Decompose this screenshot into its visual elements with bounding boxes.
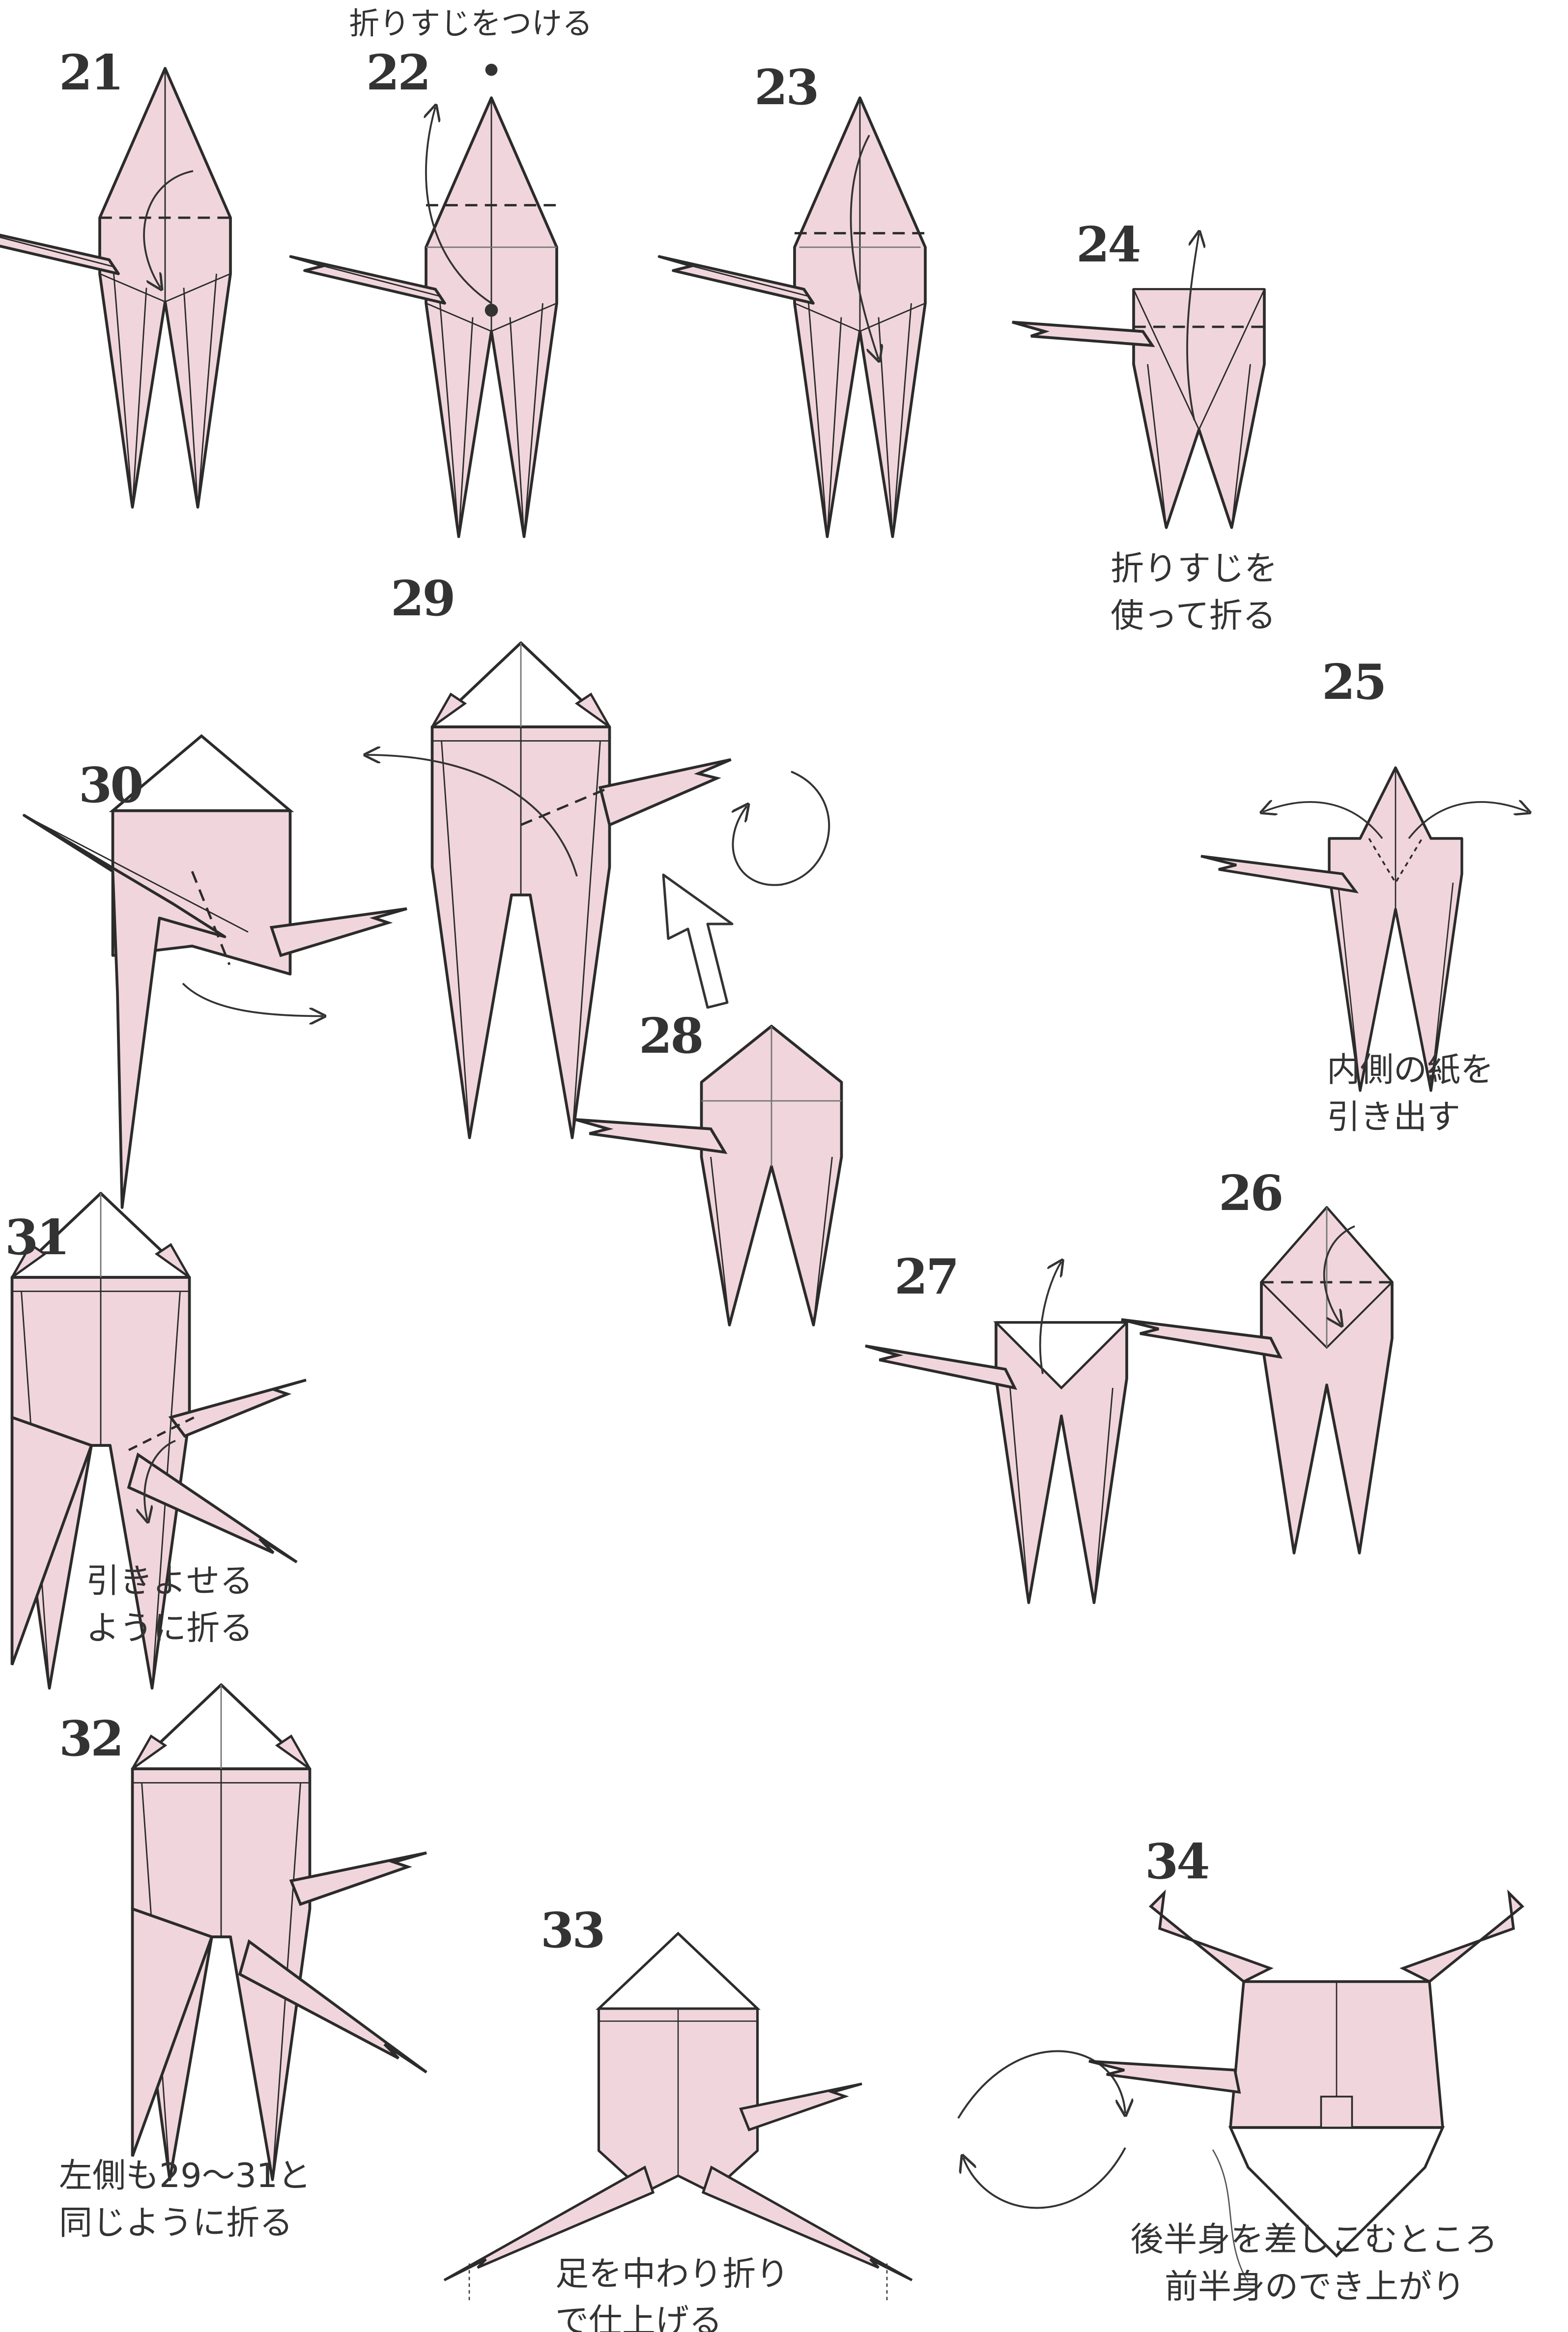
step-number-25: 25 — [1322, 659, 1385, 707]
turn-over-icon — [663, 772, 829, 1008]
step-number-21: 21 — [59, 49, 122, 97]
caption-step-32: 左側も29～31と 同じように折る — [59, 2153, 311, 2247]
step-23-figure — [659, 98, 926, 537]
caption-step-34-line2: 前半身のでき上がり — [1165, 2264, 1498, 2311]
caption-step-22: 折りすじをつける — [349, 0, 593, 47]
step-33-figure — [444, 1933, 912, 2301]
caption-step-24-line2: 使って折る — [1111, 593, 1278, 640]
step-25-figure — [1201, 768, 1528, 1091]
step-28-figure — [575, 1026, 842, 1325]
caption-step-34-line1: 後半身を差しこむところ — [1130, 2217, 1498, 2264]
step-number-30: 30 — [79, 762, 142, 810]
step-number-33: 33 — [541, 1907, 603, 1955]
caption-step-32-line2: 同じように折る — [59, 2200, 311, 2247]
caption-step-31-line2: ように折る — [86, 1605, 253, 1652]
step-number-31: 31 — [5, 1214, 68, 1262]
caption-step-24-line1: 折りすじを — [1111, 546, 1278, 593]
caption-step-22-text: 折りすじをつける — [349, 0, 593, 47]
caption-step-32-line1: 左側も29～31と — [59, 2153, 311, 2200]
step-number-27: 27 — [894, 1253, 957, 1301]
caption-step-25-line1: 内側の紙を — [1327, 1047, 1494, 1094]
caption-step-25: 内側の紙を 引き出す — [1327, 1047, 1494, 1141]
caption-step-33-line1: 足を中わり折り — [555, 2251, 789, 2298]
step-number-34: 34 — [1145, 1838, 1208, 1886]
step-21-figure — [0, 68, 230, 507]
step-22-figure — [291, 64, 557, 537]
caption-step-34: 後半身を差しこむところ 前半身のでき上がり — [1130, 2217, 1498, 2311]
caption-step-33: 足を中わり折り で仕上げる — [555, 2251, 789, 2332]
step-24-figure — [1012, 233, 1264, 528]
step-27-figure — [865, 1262, 1127, 1603]
step-number-32: 32 — [59, 1715, 122, 1763]
caption-step-31: 引きよせる ように折る — [86, 1558, 253, 1652]
step-number-26: 26 — [1219, 1170, 1282, 1218]
caption-step-31-line1: 引きよせる — [86, 1558, 253, 1605]
caption-step-25-line2: 引き出す — [1327, 1094, 1494, 1141]
step-26-figure — [1121, 1208, 1392, 1553]
caption-step-24: 折りすじを 使って折る — [1111, 546, 1278, 640]
step-number-29: 29 — [391, 575, 454, 623]
step-32-figure — [133, 1685, 427, 2180]
rotate-icon — [958, 2051, 1125, 2208]
caption-step-33-line2: で仕上げる — [555, 2298, 789, 2332]
step-number-28: 28 — [639, 1012, 702, 1061]
step-number-22: 22 — [366, 49, 429, 97]
step-number-24: 24 — [1076, 221, 1139, 269]
step-number-23: 23 — [754, 64, 817, 112]
